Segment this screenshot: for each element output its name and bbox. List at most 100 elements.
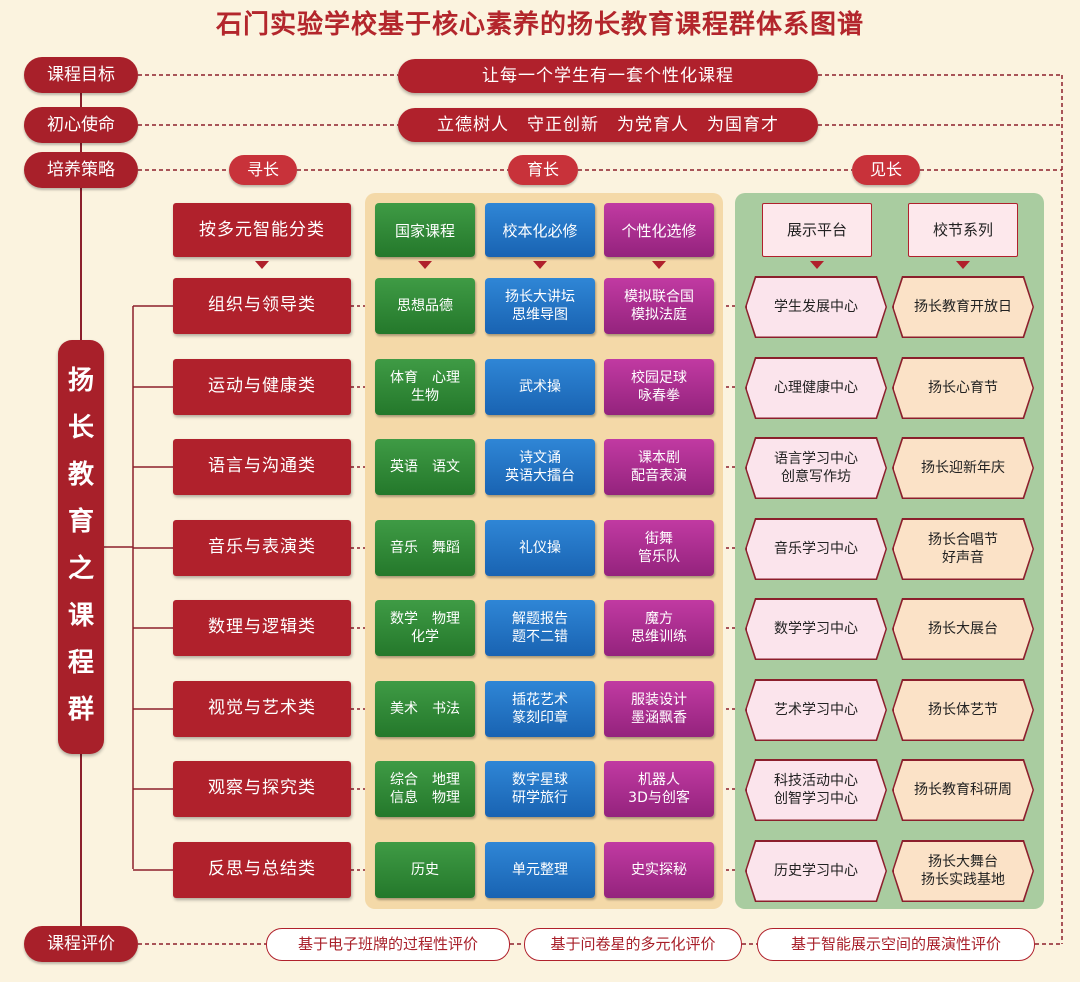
festival-hex-frame: 扬长大展台 (892, 598, 1034, 660)
cell-line: 数学 物理 (390, 611, 460, 627)
cell-line: 信息 物理 (390, 790, 460, 806)
spine-char: 扬 (67, 366, 94, 396)
page-title: 石门实验学校基于核心素养的扬长教育课程群体系图谱 (215, 10, 864, 40)
cell-line: 咏春拳 (638, 388, 680, 404)
category-box: 音乐与表演类 (173, 520, 351, 576)
category-box: 运动与健康类 (173, 359, 351, 415)
school-course-cell: 单元整理 (485, 842, 595, 898)
cell-line: 研学旅行 (512, 790, 568, 806)
cell-line: 校园足球 (631, 370, 687, 386)
festival-hex: 扬长大展台 (893, 599, 1033, 659)
festival-hex: 扬长心育节 (893, 358, 1033, 418)
cell-line: 美术 书法 (390, 701, 460, 717)
spine-title: 扬 长 教 育 之 课 程 群 (58, 340, 104, 754)
stage-nurture: 育长 (508, 155, 578, 185)
cell-line: 历史学习中心 (774, 863, 858, 879)
goal-pill: 让每一个学生有一套个性化课程 (398, 59, 818, 93)
platform-hex: 语言学习中心创意写作坊 (746, 438, 886, 498)
festival-hex: 扬长迎新年庆 (893, 438, 1033, 498)
spine-char: 课 (67, 601, 94, 631)
cell-line: 扬长合唱节 (928, 532, 998, 548)
festival-hex: 扬长大舞台扬长实践基地 (893, 841, 1033, 901)
header-elective: 个性化选修 (604, 203, 714, 257)
school-course-cell: 插花艺术篆刻印章 (485, 681, 595, 737)
cell-line: 街舞 (645, 531, 673, 547)
category-box: 反思与总结类 (173, 842, 351, 898)
arrow-down-icon (255, 261, 269, 269)
cell-line: 礼仪操 (519, 540, 561, 556)
school-course-cell: 解题报告题不二错 (485, 600, 595, 656)
cell-line: 扬长实践基地 (921, 872, 1005, 888)
arrow-down-icon (810, 261, 824, 269)
cell-line: 创智学习中心 (774, 791, 858, 807)
festival-hex-frame: 扬长迎新年庆 (892, 437, 1034, 499)
cell-line: 扬长教育开放日 (914, 299, 1012, 315)
header-platform: 展示平台 (762, 203, 872, 257)
cell-line: 模拟联合国 (624, 289, 694, 305)
festival-hex-frame: 扬长心育节 (892, 357, 1034, 419)
cell-line: 学生发展中心 (774, 299, 858, 315)
platform-hex: 心理健康中心 (746, 358, 886, 418)
header-national: 国家课程 (375, 203, 475, 257)
cell-line: 历史 (411, 862, 439, 878)
cell-line: 心理健康中心 (774, 380, 858, 396)
national-course-cell: 历史 (375, 842, 475, 898)
cell-line: 服装设计 (631, 692, 687, 708)
cell-line: 课本剧 (638, 450, 680, 466)
cell-line: 史实探秘 (631, 862, 687, 878)
cell-line: 管乐队 (638, 549, 680, 565)
national-course-cell: 英语 语文 (375, 439, 475, 495)
festival-hex-frame: 扬长体艺节 (892, 679, 1034, 741)
cell-line: 插花艺术 (512, 692, 568, 708)
stage-show: 见长 (852, 155, 920, 185)
festival-hex-frame: 扬长大舞台扬长实践基地 (892, 840, 1034, 902)
national-course-cell: 体育 心理生物 (375, 359, 475, 415)
cell-line: 诗文诵 (519, 450, 561, 466)
cell-line: 英语大擂台 (505, 468, 575, 484)
platform-hex-frame: 数学学习中心 (745, 598, 887, 660)
elective-course-cell: 模拟联合国模拟法庭 (604, 278, 714, 334)
cell-line: 思维训练 (631, 629, 687, 645)
cell-line: 扬长大展台 (928, 621, 998, 637)
school-course-cell: 诗文诵英语大擂台 (485, 439, 595, 495)
platform-hex: 科技活动中心创智学习中心 (746, 760, 886, 820)
national-course-cell: 美术 书法 (375, 681, 475, 737)
elective-course-cell: 魔方思维训练 (604, 600, 714, 656)
elective-course-cell: 校园足球咏春拳 (604, 359, 714, 415)
cell-line: 创意写作坊 (781, 469, 851, 485)
spine-char: 育 (67, 507, 94, 537)
arrow-down-icon (533, 261, 547, 269)
cell-line: 篆刻印章 (512, 710, 568, 726)
cell-line: 扬长大舞台 (928, 854, 998, 870)
evaluation-process: 基于电子班牌的过程性评价 (266, 928, 510, 961)
cell-line: 科技活动中心 (774, 773, 858, 789)
mission-pill: 立德树人 守正创新 为党育人 为国育才 (398, 108, 818, 142)
cell-line: 扬长大讲坛 (505, 289, 575, 305)
cell-line: 体育 心理 (390, 370, 460, 386)
cell-line: 数学学习中心 (774, 621, 858, 637)
cell-line: 好声音 (942, 550, 984, 566)
cell-line: 化学 (411, 629, 439, 645)
school-course-cell: 礼仪操 (485, 520, 595, 576)
platform-hex-frame: 心理健康中心 (745, 357, 887, 419)
platform-hex-frame: 科技活动中心创智学习中心 (745, 759, 887, 821)
cell-line: 扬长教育科研周 (914, 782, 1012, 798)
national-course-cell: 音乐 舞蹈 (375, 520, 475, 576)
stage-find: 寻长 (229, 155, 297, 185)
cell-line: 题不二错 (512, 629, 568, 645)
spine-char: 程 (67, 648, 94, 678)
cell-line: 综合 地理 (390, 772, 460, 788)
platform-hex: 历史学习中心 (746, 841, 886, 901)
cell-line: 音乐 舞蹈 (390, 540, 460, 556)
cell-line: 单元整理 (512, 862, 568, 878)
festival-hex: 扬长教育科研周 (893, 760, 1033, 820)
festival-hex-frame: 扬长教育科研周 (892, 759, 1034, 821)
cell-line: 艺术学习中心 (774, 702, 858, 718)
cell-line: 配音表演 (631, 468, 687, 484)
elective-course-cell: 课本剧配音表演 (604, 439, 714, 495)
cell-line: 机器人 (638, 772, 680, 788)
school-course-cell: 扬长大讲坛思维导图 (485, 278, 595, 334)
cell-line: 语言学习中心 (774, 451, 858, 467)
spine-char: 教 (67, 460, 94, 490)
